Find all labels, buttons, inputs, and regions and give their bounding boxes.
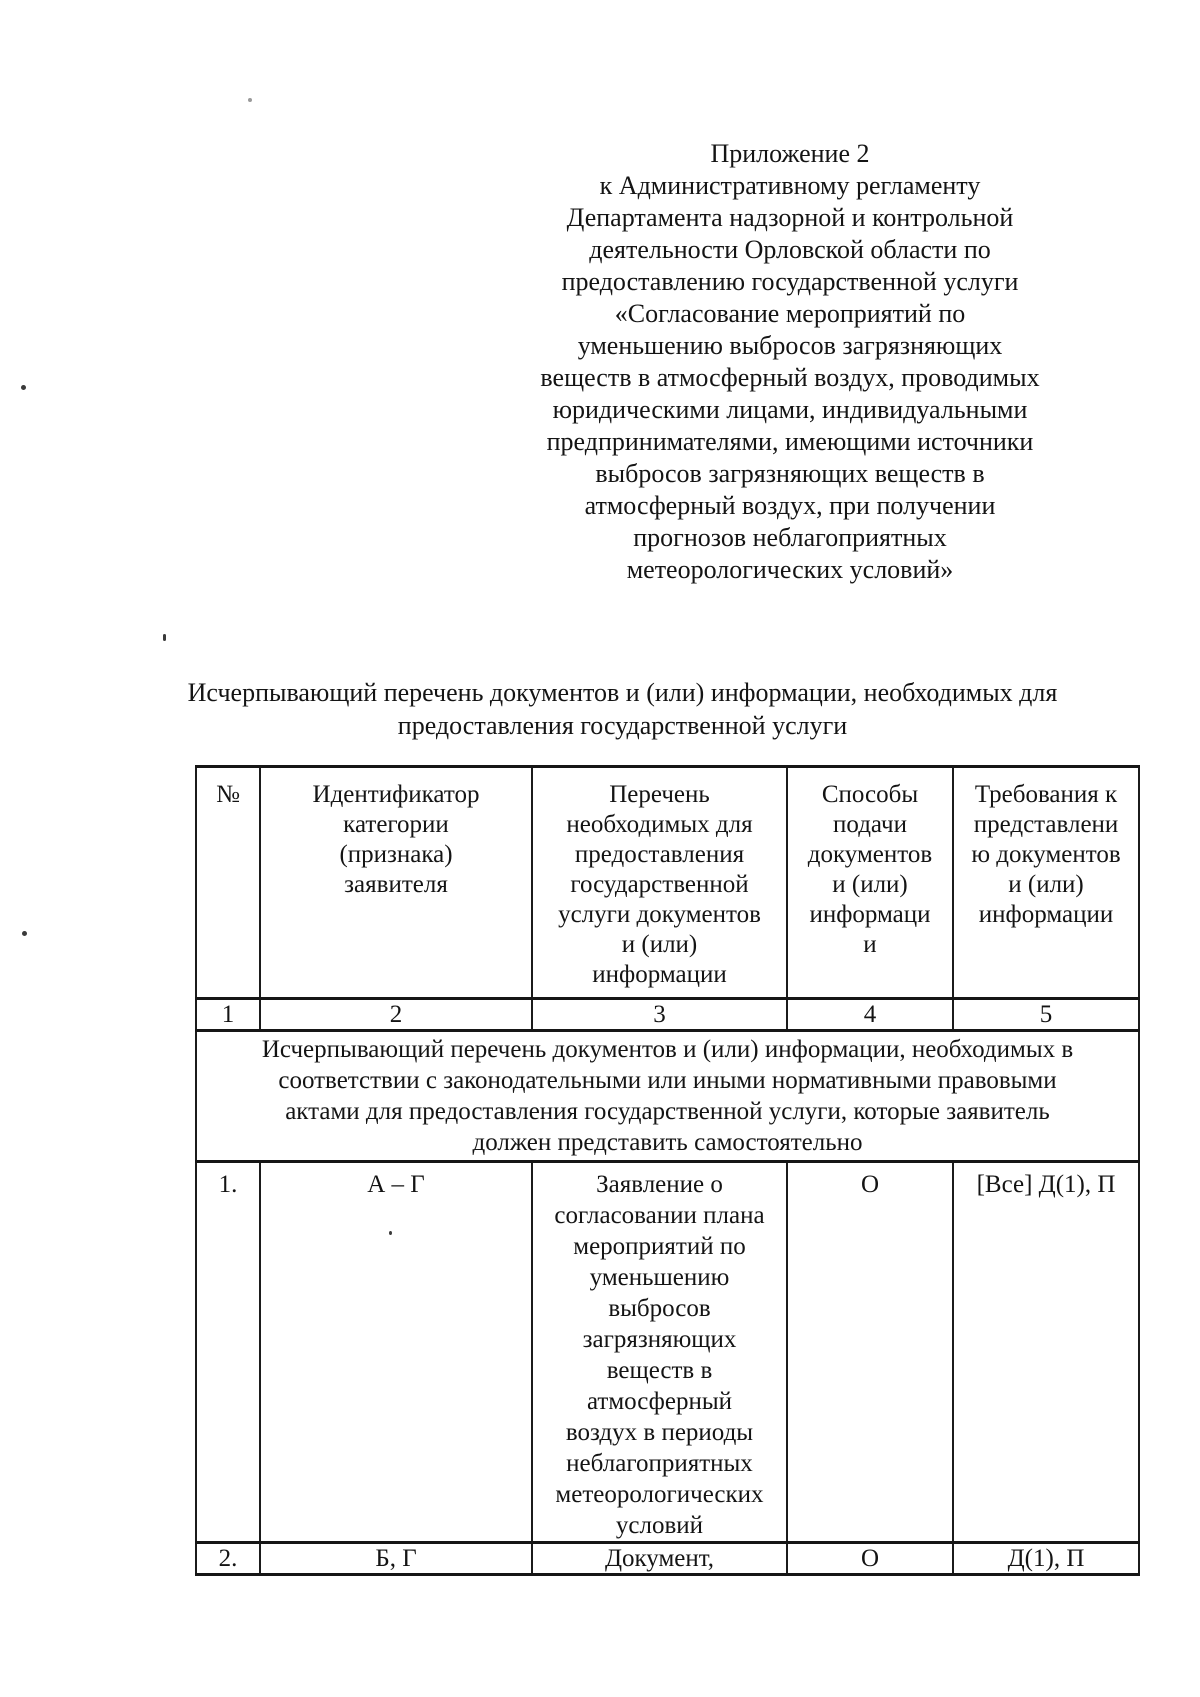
- header-cell-category: Идентификатор категории (признака) заяви…: [259, 765, 533, 1000]
- header-cell-documents-list: Перечень необходимых для предоставления …: [531, 765, 788, 1000]
- appendix-header: Приложение 2 к Административному регламе…: [540, 139, 1040, 584]
- scan-speckle: [21, 385, 26, 390]
- header-cell-number: №: [195, 765, 261, 1000]
- column-number-cell: 4: [786, 997, 954, 1032]
- documents-cell: Документ,: [531, 1541, 788, 1576]
- table-section-header-row: Исчерпывающий перечень документов и (или…: [195, 1029, 1140, 1163]
- column-number-cell: 5: [952, 997, 1140, 1032]
- requirements-cell: [Все] Д(1), П: [952, 1160, 1140, 1544]
- table-header-row: № Идентификатор категории (признака) зая…: [195, 765, 1140, 1000]
- scan-speckle: [22, 931, 27, 936]
- scan-speckle: [248, 98, 252, 102]
- scan-speckle: [389, 1231, 392, 1235]
- page-title: Исчерпывающий перечень документов и (или…: [187, 678, 1058, 740]
- documents-table: № Идентификатор категории (признака) зая…: [195, 765, 1140, 1576]
- header-cell-submission-methods: Способы подачи документов и (или) информ…: [786, 765, 954, 1000]
- table-row: 2. Б, Г Документ, О Д(1), П: [195, 1541, 1140, 1576]
- category-cell: Б, Г: [259, 1541, 533, 1576]
- documents-cell: Заявление о согласовании плана мероприят…: [531, 1160, 788, 1544]
- column-number-cell: 2: [259, 997, 533, 1032]
- table-row: 1. А – Г Заявление о согласовании плана …: [195, 1160, 1140, 1544]
- category-cell: А – Г: [259, 1160, 533, 1544]
- column-number-cell: 3: [531, 997, 788, 1032]
- requirements-cell: Д(1), П: [952, 1541, 1140, 1576]
- scan-speckle: [163, 634, 166, 641]
- submission-cell: О: [786, 1541, 954, 1576]
- column-number-cell: 1: [195, 997, 261, 1032]
- section-header-cell: Исчерпывающий перечень документов и (или…: [195, 1029, 1140, 1163]
- row-number-cell: 1.: [195, 1160, 261, 1544]
- submission-cell: О: [786, 1160, 954, 1544]
- row-number-cell: 2.: [195, 1541, 261, 1576]
- header-cell-requirements: Требования к представлени ю документов и…: [952, 765, 1140, 1000]
- column-number-row: 1 2 3 4 5: [195, 997, 1140, 1032]
